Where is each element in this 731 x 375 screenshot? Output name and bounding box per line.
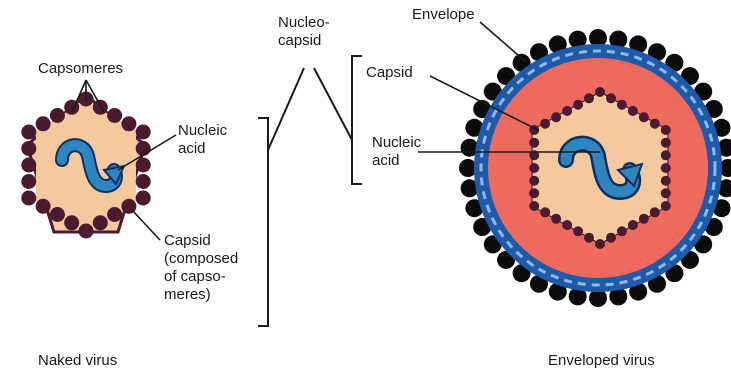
capsomere [136, 174, 151, 189]
leader-capsid-left [132, 210, 160, 240]
capsomere [136, 125, 151, 140]
capsomere [551, 214, 561, 224]
label-nucleic-acid-right: Nucleic acid [372, 134, 421, 170]
capsomere [36, 199, 51, 214]
capsomere [540, 207, 550, 217]
capsomere [529, 163, 539, 173]
capsomere [50, 108, 65, 123]
capsomere [617, 226, 627, 236]
naked-virus [21, 92, 150, 239]
capsomere [639, 112, 649, 122]
capsomere [79, 224, 94, 239]
label-capsid-composed: Capsid (composed of capso- meres) [164, 232, 238, 304]
capsomere [584, 233, 594, 243]
capsomere [617, 100, 627, 110]
capsomere [64, 215, 79, 230]
capsomere [661, 188, 671, 198]
capsomere [562, 106, 572, 116]
capsomere [529, 176, 539, 186]
capsomere [540, 119, 550, 129]
capsomere [573, 100, 583, 110]
bracket-large [258, 118, 268, 326]
leader-envelope [480, 22, 526, 62]
label-envelope: Envelope [412, 6, 475, 24]
enveloped-virus [459, 29, 731, 307]
capsomere [661, 176, 671, 186]
capsomere [21, 141, 36, 156]
label-capsid-right: Capsid [366, 64, 413, 82]
capsomere [628, 106, 638, 116]
leader-nucleocapsid-left [268, 68, 304, 150]
capsomere [661, 125, 671, 135]
label-enveloped-virus: Enveloped virus [548, 352, 655, 370]
capsomere [136, 191, 151, 206]
capsomere [661, 163, 671, 173]
bracket-small [352, 56, 362, 184]
capsomere [650, 207, 660, 217]
capsomere [93, 100, 108, 115]
capsomere [36, 116, 51, 131]
capsomere [93, 215, 108, 230]
capsomere [573, 226, 583, 236]
capsomere [661, 138, 671, 148]
center-bracket [258, 56, 362, 326]
leader-nucleocapsid-right [314, 68, 352, 140]
label-capsomeres: Capsomeres [38, 60, 123, 78]
capsomere [595, 87, 605, 97]
capsomere [529, 201, 539, 211]
capsomere [551, 112, 561, 122]
capsomere [628, 220, 638, 230]
capsomere [584, 93, 594, 103]
capsomere [107, 207, 122, 222]
capsomere [21, 125, 36, 140]
capsomere [595, 239, 605, 249]
label-naked-virus: Naked virus [38, 352, 117, 370]
capsomere [606, 233, 616, 243]
capsomere [639, 214, 649, 224]
capsomere [21, 174, 36, 189]
capsomere [136, 141, 151, 156]
capsomere [50, 207, 65, 222]
label-nucleic-acid-left: Nucleic acid [178, 122, 227, 158]
capsomere [661, 201, 671, 211]
capsomere [121, 116, 136, 131]
capsomere [136, 158, 151, 173]
capsomere [21, 191, 36, 206]
capsomere [606, 93, 616, 103]
capsomere [529, 138, 539, 148]
capsomere [562, 220, 572, 230]
capsomere [529, 188, 539, 198]
capsomere [107, 108, 122, 123]
capsomere [21, 158, 36, 173]
capsomere [650, 119, 660, 129]
label-nucleocapsid: Nucleo- capsid [278, 14, 330, 50]
capsomere [661, 150, 671, 160]
